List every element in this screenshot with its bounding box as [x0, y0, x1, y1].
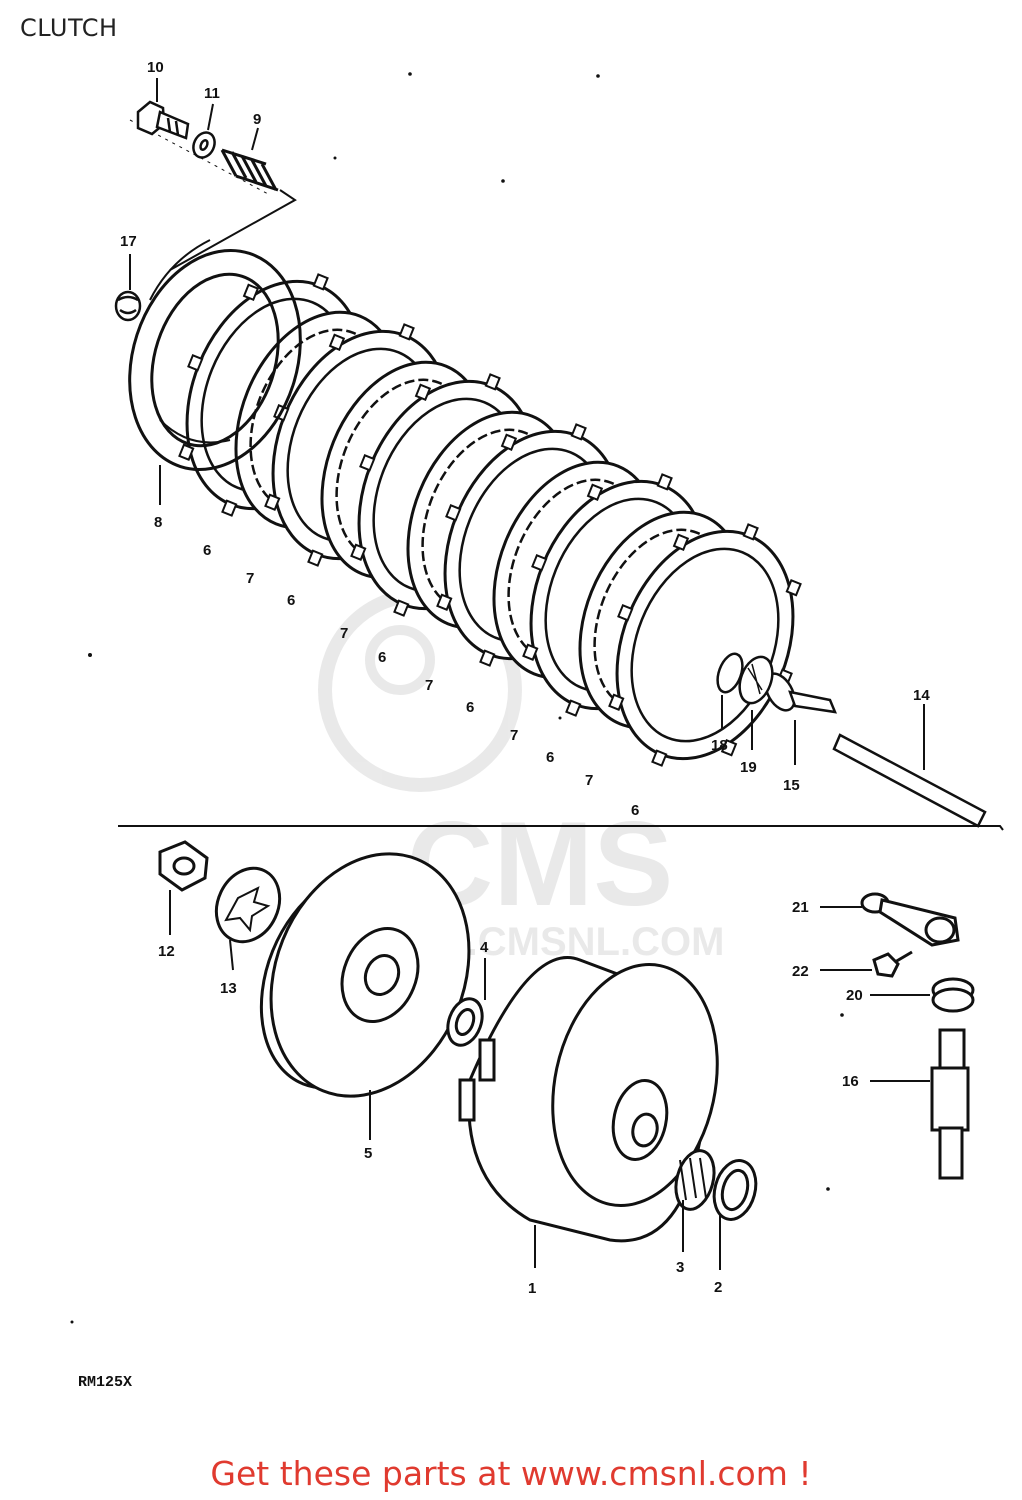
pressure-plate-icon [128, 239, 302, 471]
plate-tab [522, 643, 539, 661]
part-label-13: 13 [220, 980, 237, 997]
model-code: RM125X [78, 1374, 133, 1391]
plate-tab [570, 423, 587, 441]
part-label-6d: 6 [466, 699, 474, 716]
part-label-19: 19 [740, 759, 757, 776]
part-label-8: 8 [154, 514, 162, 531]
part-label-15: 15 [783, 777, 800, 794]
part-label-20: 20 [846, 987, 863, 1004]
part-label-1: 1 [528, 1280, 536, 1297]
leader-lines [129, 78, 930, 1270]
push-rod-icon [764, 672, 987, 828]
part-label-6a: 6 [203, 542, 211, 559]
release-arm-icon [860, 892, 960, 947]
plate-tab [242, 283, 260, 301]
part-label-9: 9 [253, 111, 261, 128]
plate-tab [350, 543, 367, 561]
plate-tab [264, 493, 281, 511]
small-bearing-icon [716, 652, 774, 705]
part-label-22: 22 [792, 963, 809, 980]
plate-tab [742, 523, 759, 541]
cta-link[interactable]: Get these parts at www.cmsnl.com ! [210, 1454, 812, 1493]
part-label-7d: 7 [510, 727, 518, 744]
part-label-16: 16 [842, 1073, 859, 1090]
plate-tab [187, 354, 204, 372]
part-label-21: 21 [792, 899, 809, 916]
bearing-small-icon [114, 290, 142, 322]
bolt-icon [136, 100, 190, 140]
plate-tab [785, 579, 802, 597]
part-label-6e: 6 [546, 749, 554, 766]
part-label-6f: 6 [631, 802, 639, 819]
thrust-washer-icon [712, 1159, 758, 1221]
part-label-12: 12 [158, 943, 175, 960]
part-label-11: 11 [204, 85, 220, 102]
plate-tab [359, 454, 376, 472]
part-label-3: 3 [676, 1259, 684, 1276]
washer-icon [192, 131, 216, 159]
upper-guide-line [169, 189, 297, 271]
clutch-plate-stack [178, 273, 802, 767]
part-label-7e: 7 [585, 772, 593, 789]
spring-icon [220, 148, 279, 192]
plate-tab [398, 323, 415, 341]
plate-tab [328, 333, 346, 351]
nut-icon [158, 840, 209, 892]
plate-tab [586, 483, 604, 501]
plate-tab [307, 549, 324, 567]
plate-tab [393, 599, 410, 617]
plate-tab [531, 554, 548, 572]
part-label-14: 14 [913, 687, 930, 704]
plate-tab [484, 373, 501, 391]
part-label-18: 18 [711, 737, 728, 754]
part-label-5: 5 [364, 1145, 372, 1162]
plate-tab [565, 699, 582, 717]
lock-washer-icon [214, 866, 282, 944]
plate-tab [312, 273, 329, 291]
part-label-7b: 7 [340, 625, 348, 642]
part-labels: 10 11 9 17 8 6 7 6 7 6 7 6 7 6 7 6 18 19… [120, 59, 930, 1297]
clutch-housing-icon [458, 956, 719, 1243]
part-label-10: 10 [147, 59, 164, 76]
scan-dots [70, 72, 844, 1324]
part-label-17: 17 [120, 233, 137, 250]
part-label-2: 2 [714, 1279, 722, 1296]
part-label-6c: 6 [378, 649, 386, 666]
plate-tab [651, 749, 668, 767]
plate-tab [479, 649, 496, 667]
plate-tab [672, 533, 690, 551]
plate-tab [617, 604, 634, 622]
plate-tab [500, 433, 518, 451]
needle-bearing-icon [674, 1149, 716, 1211]
plate-tab [720, 739, 738, 757]
plate-tab [436, 593, 453, 611]
oil-seal-icon [931, 977, 975, 1013]
plate-tab [414, 383, 432, 401]
plate-tab [608, 693, 625, 711]
plate-tab [445, 504, 462, 522]
part-label-6b: 6 [287, 592, 295, 609]
washer-ring-icon [446, 997, 484, 1047]
clutch-sleeve-hub-icon [259, 852, 471, 1098]
part-label-7a: 7 [246, 570, 254, 587]
lower-guide-line [118, 825, 1004, 831]
page-title: CLUTCH [20, 14, 118, 42]
small-bolt-icon [872, 950, 913, 978]
part-label-4: 4 [480, 939, 489, 956]
plate-tab [178, 443, 195, 461]
plate-tab [221, 499, 238, 517]
release-shaft-icon [930, 1028, 970, 1180]
part-label-7c: 7 [425, 677, 433, 694]
plate-tab [656, 473, 673, 491]
